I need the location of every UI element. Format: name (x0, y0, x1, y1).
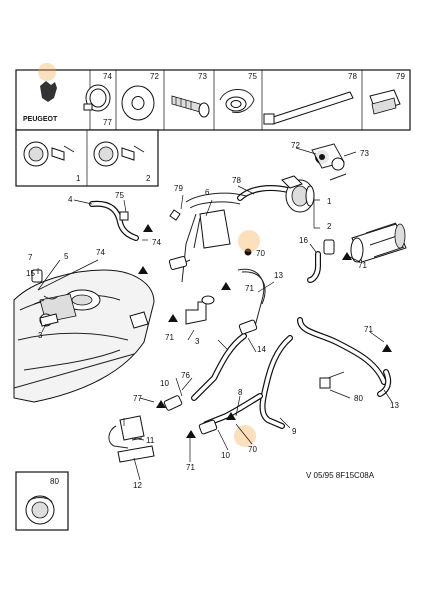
fastener-symbols (119, 209, 392, 447)
callout-9: 9 (292, 427, 297, 436)
callout-70-top: 70 (256, 249, 265, 258)
small-clips (31, 239, 335, 327)
callout-8: 8 (238, 388, 243, 397)
callout-79: 79 (174, 184, 183, 193)
filler-valve-body (199, 209, 231, 249)
cell-number-75: 75 (248, 72, 257, 81)
callout-3: 3 (195, 337, 200, 346)
filler-neck-assembly (181, 143, 347, 283)
callout-77: 77 (133, 394, 142, 403)
callout-12: 12 (133, 481, 142, 490)
callout-1: 1 (327, 197, 332, 206)
callout-2: 2 (327, 222, 332, 231)
logo-text: PEUGEOT (23, 116, 58, 123)
screw-icon (171, 95, 210, 118)
cable-tie-icon (263, 91, 354, 125)
callout-13-top: 13 (274, 271, 283, 280)
callout-13-right: 13 (390, 401, 399, 410)
callout-7: 7 (28, 253, 33, 262)
hose-clamp-icon (83, 84, 111, 112)
top-parts-row: PEUGEOT 74 77 72 73 (15, 63, 411, 131)
variant-number-1: 1 (76, 174, 81, 183)
callout-10-left: 10 (160, 379, 169, 388)
leader-lines (33, 147, 393, 481)
callout-71-c: 71 (358, 261, 367, 270)
callout-3-tank: 3 (38, 331, 43, 340)
callout-4: 4 (68, 195, 73, 204)
callout-75: 75 (115, 191, 124, 200)
flat-washer-icon (121, 85, 155, 121)
callout-11: 11 (146, 436, 155, 445)
callout-80: 80 (354, 394, 363, 403)
callout-71-d: 71 (364, 325, 373, 334)
bottom-grommet-cell: 80 (15, 471, 69, 531)
callout-74-left: 74 (96, 248, 105, 257)
plastic-clip-icon (369, 89, 401, 115)
callout-71-a: 71 (245, 284, 254, 293)
cell-number-74: 74 (103, 72, 112, 81)
callout-70-bottom: 70 (248, 445, 257, 454)
cell-number-78: 78 (348, 72, 357, 81)
callout-72: 72 (291, 141, 300, 150)
peugeot-logo: PEUGEOT (23, 63, 58, 123)
callout-73: 73 (360, 149, 369, 158)
cell-number-80: 80 (50, 477, 59, 486)
callout-6: 6 (205, 188, 210, 197)
variant-1-grommet-icon (23, 141, 75, 167)
callout-71-e: 71 (186, 463, 195, 472)
callout-15: 15 (26, 269, 35, 278)
callout-74-top: 74 (152, 238, 161, 247)
carbon-canister (350, 222, 407, 263)
callout-14: 14 (257, 345, 266, 354)
callout-numbers: 1 2 3 3 4 5 6 7 8 9 10 10 11 12 13 13 14… (26, 141, 399, 490)
callout-10-bottom: 10 (221, 451, 230, 460)
cell-number-72: 72 (150, 72, 159, 81)
fuel-tank (13, 269, 155, 403)
cell-number-77: 77 (103, 118, 112, 127)
callout-71-b: 71 (165, 333, 174, 342)
hose-pipes (89, 200, 392, 463)
cell-number-79: 79 (396, 72, 405, 81)
callout-5: 5 (64, 252, 69, 261)
variant-number-2: 2 (146, 174, 151, 183)
callout-76: 76 (181, 371, 190, 380)
variant-panel: 1 2 (15, 129, 159, 187)
drawing-reference: V 05/95 8F15C08A (306, 471, 375, 480)
cell-number-73: 73 (198, 72, 207, 81)
variant-2-grommet-icon (93, 141, 145, 167)
callout-16: 16 (299, 236, 308, 245)
spring-clip-icon (219, 89, 255, 113)
grommet-icon (25, 495, 55, 525)
callout-78: 78 (232, 176, 241, 185)
